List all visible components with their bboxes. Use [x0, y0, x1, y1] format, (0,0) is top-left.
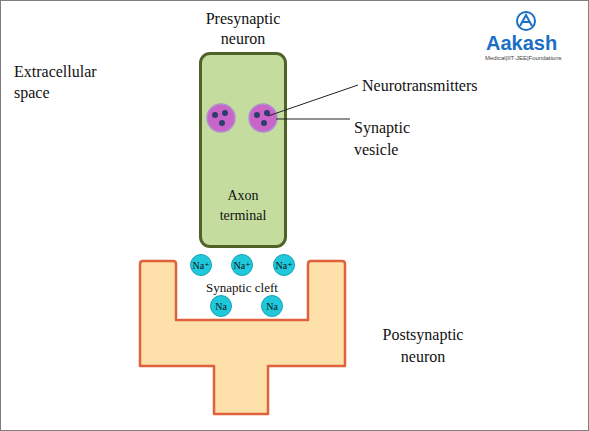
neurotransmitter-dot [264, 110, 270, 116]
leader-line [276, 119, 350, 120]
neurotransmitter-dot [254, 112, 260, 118]
ion-label: Na⁺ [234, 260, 251, 271]
leader-line [268, 85, 358, 116]
neurotransmitter-dot [222, 110, 228, 116]
neurotransmitter-dot [212, 112, 218, 118]
terminal-label: Axon terminal [213, 186, 273, 226]
sodium-ion: Na⁺ [231, 254, 253, 276]
neurotransmitter-dot [219, 120, 225, 126]
watermark: Medical|IIT-JEE|Foundations [485, 55, 562, 62]
neuron-heading: Postsynaptic neuron [368, 324, 478, 368]
ion-label: Na⁺ [276, 260, 293, 271]
ion-label: Na [266, 301, 278, 312]
part-label: Neurotransmitters [362, 76, 478, 96]
sodium-ion: Na⁺ [273, 254, 295, 276]
ion-label: Na [215, 301, 227, 312]
logo-icon [517, 12, 535, 30]
part-label: Extracellular space [14, 61, 116, 103]
part-label: Synaptic vesicle [354, 117, 436, 161]
neurotransmitter-dot [261, 120, 267, 126]
sodium-ion: Na [261, 295, 283, 317]
part-label: Synaptic cleft [206, 280, 278, 296]
neuron-outline [140, 261, 345, 414]
synaptic-vesicle [207, 104, 235, 132]
sodium-ion: Na⁺ [190, 254, 212, 276]
ion-label: Na⁺ [193, 260, 210, 271]
neuron-heading: Presynaptic neuron [184, 9, 302, 49]
sodium-ion: Na [210, 295, 232, 317]
synaptic-vesicle [249, 104, 277, 132]
watermark: Aakash [486, 31, 557, 55]
axon-terminal-box: Presynaptic neuronAxon terminal [199, 52, 287, 248]
